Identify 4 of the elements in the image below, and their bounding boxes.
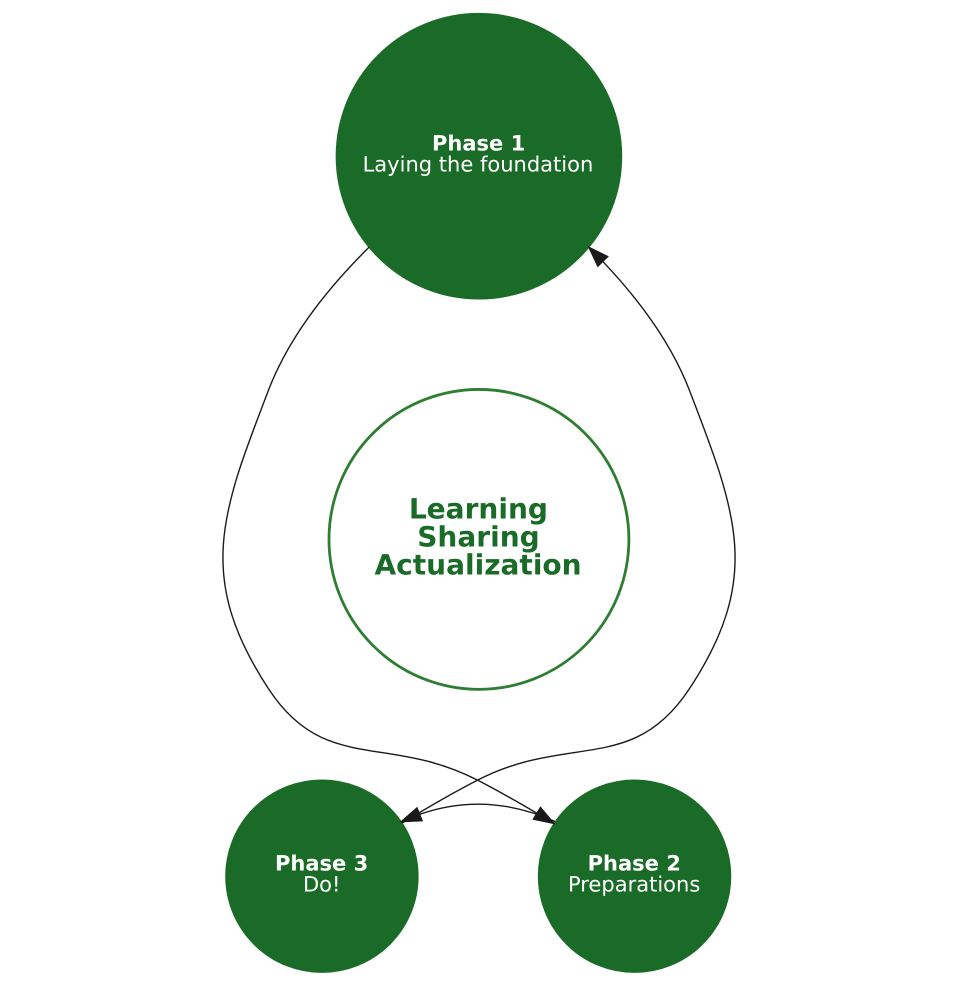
node-circle: Phase 3 Do!	[225, 779, 419, 973]
node-circle: Phase 2 Preparations	[538, 779, 732, 973]
node-circle: Learning Sharing Actualization	[328, 388, 630, 691]
node-circle: Phase 1 Laying the foundation	[336, 12, 622, 300]
